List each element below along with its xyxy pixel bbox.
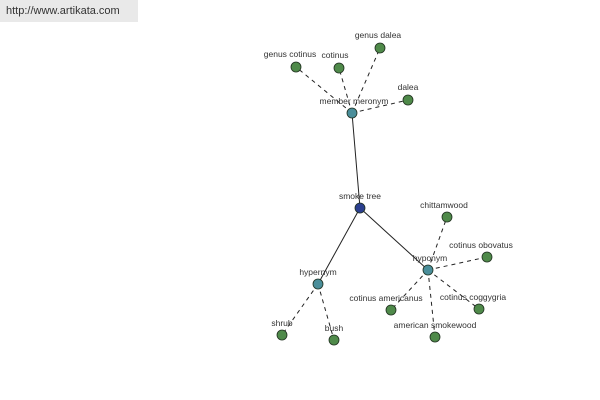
graph-edges: [281, 47, 488, 341]
edge-hyponym-to-american-smokewood: [427, 269, 436, 338]
node-hypernym[interactable]: hypernym: [299, 267, 337, 290]
node-american-smokewood[interactable]: american smokewood: [394, 320, 477, 343]
edge-member-meronym-to-genus-dalea: [351, 47, 381, 114]
node-dot-cotinus-americanus[interactable]: [385, 304, 397, 316]
node-label-smoke-tree: smoke tree: [339, 191, 381, 201]
node-dot-hypernym[interactable]: [312, 278, 324, 290]
node-dot-hyponym[interactable]: [422, 264, 434, 276]
node-cotinus-obovatus[interactable]: cotinus obovatus: [449, 240, 513, 263]
node-cotinus[interactable]: cotinus: [322, 50, 349, 74]
edge-smoke-tree-to-member-meronym: [351, 112, 361, 209]
node-dot-cotinus-obovatus[interactable]: [481, 251, 493, 263]
edge-hyponym-to-cotinus-coggygria: [427, 269, 480, 310]
edge-member-meronym-to-dalea: [351, 99, 409, 114]
edge-hypernym-to-bush: [317, 283, 335, 341]
edge-hyponym-to-cotinus-americanus: [390, 269, 429, 311]
node-label-hypernym: hypernym: [299, 267, 336, 277]
node-dot-bush[interactable]: [328, 334, 340, 346]
edge-hyponym-to-cotinus-obovatus: [427, 256, 488, 271]
node-genus-cotinus[interactable]: genus cotinus: [264, 49, 316, 73]
node-label-genus-cotinus: genus cotinus: [264, 49, 316, 59]
edge-hypernym-to-shrub: [281, 283, 319, 336]
node-dot-genus-dalea[interactable]: [374, 42, 386, 54]
node-cotinus-americanus[interactable]: cotinus americanus: [349, 293, 423, 316]
edge-member-meronym-to-cotinus: [338, 67, 353, 114]
node-label-bush: bush: [325, 323, 344, 333]
node-genus-dalea[interactable]: genus dalea: [355, 30, 402, 54]
node-label-cotinus-coggygria: cotinus coggygria: [440, 292, 506, 302]
node-dot-shrub[interactable]: [276, 329, 288, 341]
node-dalea[interactable]: dalea: [398, 82, 419, 106]
node-dot-smoke-tree[interactable]: [354, 202, 366, 214]
node-label-genus-dalea: genus dalea: [355, 30, 402, 40]
node-dot-chittamwood[interactable]: [441, 211, 453, 223]
node-label-shrub: shrub: [271, 318, 293, 328]
site-url[interactable]: http://www.artikata.com: [0, 0, 138, 22]
edge-smoke-tree-to-hyponym: [359, 207, 429, 271]
edge-member-meronym-to-genus-cotinus: [295, 66, 353, 114]
node-label-hyponym: hyponym: [413, 253, 448, 263]
node-label-american-smokewood: american smokewood: [394, 320, 477, 330]
node-member-meronym[interactable]: member meronym: [320, 96, 389, 119]
node-hyponym[interactable]: hyponym: [413, 253, 448, 276]
node-dot-member-meronym[interactable]: [346, 107, 358, 119]
edge-hyponym-to-chittamwood: [427, 216, 448, 271]
node-shrub[interactable]: shrub: [271, 318, 293, 341]
node-dot-cotinus-coggygria[interactable]: [473, 303, 485, 315]
node-label-dalea: dalea: [398, 82, 419, 92]
node-dot-american-smokewood[interactable]: [429, 331, 441, 343]
node-label-cotinus-obovatus: cotinus obovatus: [449, 240, 513, 250]
node-bush[interactable]: bush: [325, 323, 344, 346]
node-label-chittamwood: chittamwood: [420, 200, 468, 210]
graph-nodes: smoke tree member meronym hypernym hyponym g…: [264, 30, 513, 346]
node-dot-dalea[interactable]: [402, 94, 414, 106]
node-smoke-tree[interactable]: smoke tree: [339, 191, 381, 214]
node-label-member-meronym: member meronym: [320, 96, 389, 106]
edge-smoke-tree-to-hypernym: [317, 207, 361, 285]
node-label-cotinus-americanus: cotinus americanus: [349, 293, 422, 303]
node-label-cotinus: cotinus: [322, 50, 349, 60]
node-chittamwood[interactable]: chittamwood: [420, 200, 468, 223]
node-dot-cotinus[interactable]: [333, 62, 345, 74]
node-cotinus-coggygria[interactable]: cotinus coggygria: [440, 292, 506, 315]
node-dot-genus-cotinus[interactable]: [290, 61, 302, 73]
